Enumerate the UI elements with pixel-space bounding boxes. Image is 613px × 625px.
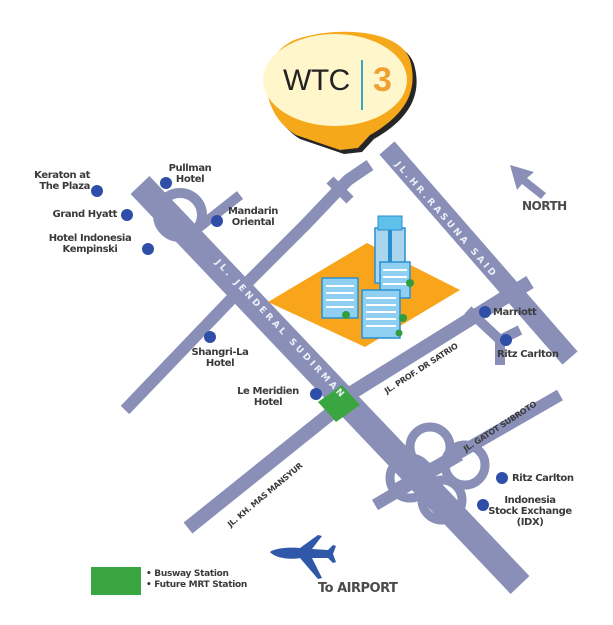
logo-wtc-text: WTC [283,64,350,97]
poi-label-ritz-carlton-1[interactable]: Ritz Carlton [497,349,559,360]
road-west-diagonal [120,160,374,415]
poi-dot-hotel-indonesia [142,243,154,255]
poi-label-ritz-carlton-2[interactable]: Ritz Carlton [512,473,574,484]
busway-station-marker [318,385,360,422]
airport-label: To AIRPORT [318,581,398,596]
airplane-icon [270,535,336,579]
legend: • Busway Station • Future MRT Station [146,569,247,591]
poi-dot-ritz-1 [500,334,512,346]
poi-dot-pullman [160,177,172,189]
poi-dot-mandarin [211,215,223,227]
poi-dot-idx [477,499,489,511]
north-arrow-icon [510,165,546,199]
legend-item-busway: • Busway Station [146,569,229,579]
logo-number: 3 [373,61,392,99]
legend-item-mrt: • Future MRT Station [146,580,247,590]
poi-label-marriott[interactable]: Marriott [493,307,537,318]
building-front [361,289,401,339]
road-satrio [336,276,534,406]
poi-dot-ritz-2 [496,472,508,484]
north-label: NORTH [522,199,567,213]
legend-swatch [91,567,141,595]
roads [120,141,578,594]
wtc3-logo-badge [263,31,417,154]
poi-dot-shangri-la [204,331,216,343]
poi-dots [91,177,512,511]
road-mas-mansyur [183,404,340,534]
poi-label-grand-hyatt[interactable]: Grand Hyatt [52,209,118,220]
trees [342,279,414,337]
road-rasuna-said [379,141,578,365]
poi-dot-le-meridien [310,388,322,400]
poi-dot-grand-hyatt [121,209,133,221]
poi-dot-keraton [91,185,103,197]
building-left [321,277,359,319]
poi-dot-marriott [479,306,491,318]
